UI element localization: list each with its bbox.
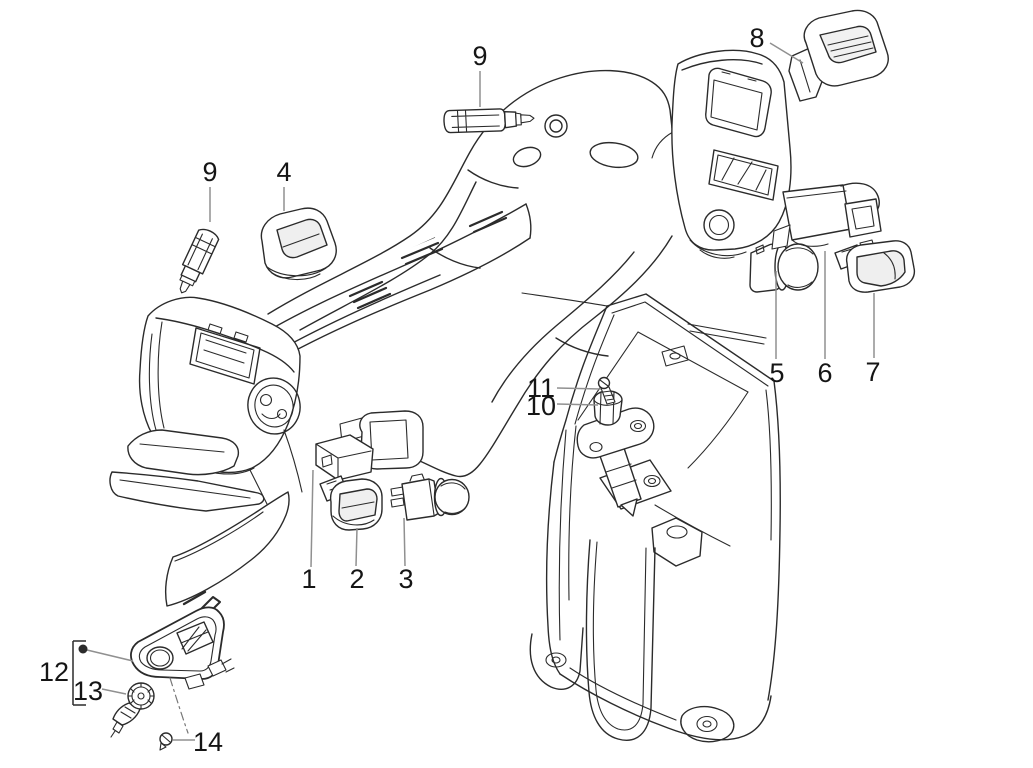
part-4-rocker-switch: [260, 207, 337, 281]
callout-9: 9: [202, 157, 218, 222]
callout-12: 12: [39, 640, 134, 706]
callout-number: 3: [398, 564, 413, 594]
part-10-saddle-switch: [576, 390, 655, 517]
trim-panel: [164, 491, 290, 607]
callout-number: 1: [301, 564, 316, 594]
callout-number: 4: [276, 157, 291, 187]
callout-number: 12: [39, 657, 69, 687]
callout-number: 9: [202, 157, 217, 187]
callout-number: 8: [749, 23, 764, 53]
part-9-plunger-switch-left: [179, 228, 220, 294]
callout-11: 11: [527, 373, 602, 403]
part-2-rocker-switch: [319, 475, 383, 531]
callout-3: 3: [398, 517, 414, 594]
part-6-switch-holder: [771, 182, 882, 250]
switch-mount-hole: [544, 114, 568, 138]
callout-9: 9: [472, 41, 488, 107]
callout-13: 13: [73, 676, 127, 706]
callout-number: 9: [472, 41, 487, 71]
callout-number: 2: [349, 564, 364, 594]
part-1-switch-mount: [315, 410, 424, 481]
callout-14: 14: [173, 727, 223, 757]
callout-2: 2: [349, 527, 365, 594]
part-9-plunger-switch-top: [443, 108, 535, 134]
right-switch-housing: [651, 49, 792, 259]
callout-leader-line: [403, 517, 406, 567]
storage-box: [529, 293, 781, 743]
callout-number: 14: [193, 727, 223, 757]
callout-8: 8: [749, 23, 804, 64]
callout-5: 5: [769, 271, 785, 388]
part-14-screw: [159, 732, 173, 751]
callout-leader-line: [310, 469, 314, 568]
callout-4: 4: [276, 157, 292, 211]
part-11-screw: [597, 376, 616, 405]
callout-leader-line: [355, 527, 358, 567]
brake-lever: [109, 429, 265, 512]
callout-number: 7: [865, 357, 880, 387]
part-3-push-button: [390, 473, 470, 521]
callout-number: 5: [769, 358, 784, 388]
callout-6: 6: [817, 251, 833, 388]
callout-leader-line: [86, 649, 134, 662]
left-switch-housing: [109, 296, 303, 515]
callout-number: 6: [817, 358, 832, 388]
part-7-rocker-switch: [834, 239, 916, 293]
callout-leader-line: [769, 42, 804, 64]
part-5-push-button: [749, 243, 819, 293]
callout-10: 10: [526, 391, 599, 421]
part-12-switch-panel: [130, 596, 235, 690]
part-8-rocker-switch: [788, 9, 889, 102]
callout-number: 10: [526, 391, 556, 421]
callout-leader-line: [556, 403, 599, 406]
part-13-switch: [110, 682, 155, 738]
callout-1: 1: [301, 469, 317, 594]
alignment-dash-line: [169, 677, 189, 734]
callout-dot: [78, 644, 88, 654]
callout-number: 13: [73, 676, 103, 706]
callout-7: 7: [865, 293, 881, 387]
callout-leader-line: [101, 688, 127, 695]
callout-number: 11: [527, 373, 555, 403]
callout-leader-line: [556, 387, 602, 390]
